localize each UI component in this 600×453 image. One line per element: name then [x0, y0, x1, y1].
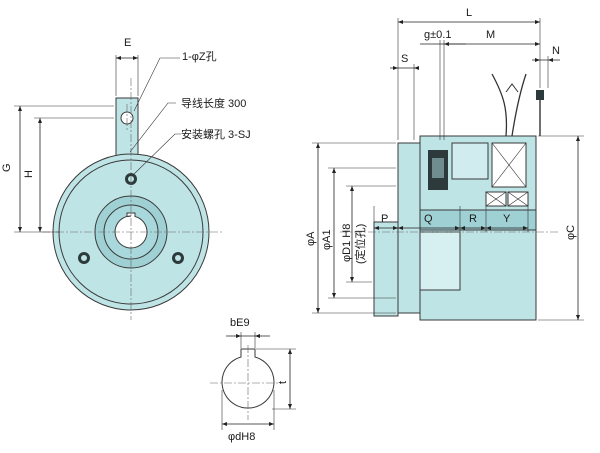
front-view: E 1-φZ孔 导线长度 300 安装螺孔 3-SJ G H: [1, 37, 251, 320]
dim-P-label: P: [381, 213, 388, 225]
dim-Q-label: Q: [424, 213, 433, 225]
bore: [114, 212, 148, 249]
dim-H-label: H: [23, 170, 35, 178]
dim-A1-label: φA1: [321, 229, 333, 250]
dim-M-label: M: [486, 29, 495, 41]
bore-section: [419, 231, 461, 291]
dim-S-label: S: [401, 53, 408, 65]
dim-A-label: φA: [305, 231, 317, 246]
side-view: L g±0.1 M S N φA φA1: [305, 7, 584, 321]
dim-D1-note: (定位孔): [353, 224, 367, 264]
dim-d-label: φdH8: [228, 431, 255, 443]
z-hole-label: 1-φZ孔: [182, 50, 217, 63]
dim-t-label: t: [277, 381, 289, 384]
dim-b-label: bE9: [230, 317, 250, 329]
mount-screw-label: 安装螺孔 3-SJ: [181, 127, 251, 141]
screw-hole-right: [172, 252, 184, 264]
dim-Y-label: Y: [503, 213, 511, 225]
inner-band: [419, 209, 537, 231]
dim-E-label: E: [124, 37, 131, 49]
dim-G-label: G: [1, 163, 13, 172]
dim-C-label: φC: [565, 225, 577, 240]
dim-g-label: g±0.1: [424, 29, 451, 41]
dim-N-label: N: [552, 45, 560, 57]
dim-L-label: L: [466, 7, 472, 19]
shaft-detail: bE9 t φdH8: [210, 317, 296, 443]
dim-D1-label: φD1 H8: [341, 224, 353, 262]
screw-hole-left: [78, 252, 90, 264]
hub-left: [373, 221, 399, 317]
dim-R-label: R: [469, 213, 477, 225]
lead-wire-label: 导线长度 300: [181, 96, 246, 110]
